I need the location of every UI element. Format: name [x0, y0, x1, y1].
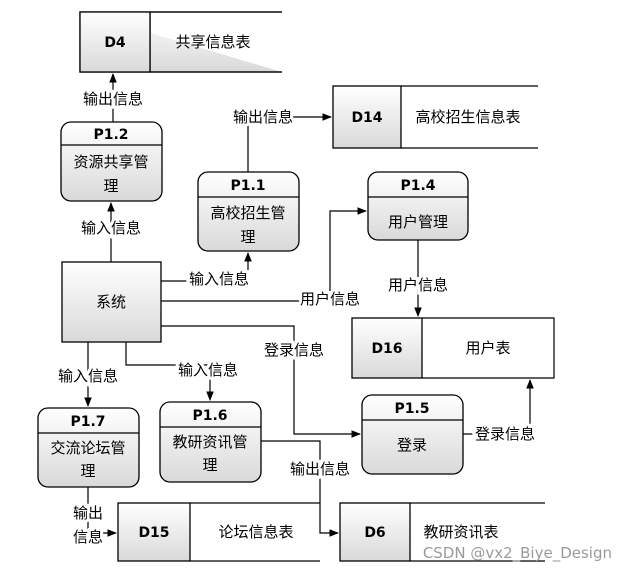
- flow-system-to-p1-5: 登录信息: [161, 325, 361, 438]
- flow-label-in-p1-7: 输入信息: [58, 367, 118, 385]
- d14-id: D14: [351, 110, 382, 126]
- p1-2-name-line2: 理: [103, 177, 118, 195]
- d16-name: 用户表: [465, 339, 510, 357]
- p1-2-id: P1.2: [93, 127, 128, 143]
- p1-1-name-line2: 理: [240, 228, 255, 246]
- p1-5-id: P1.5: [394, 401, 429, 417]
- flow-system-to-p1-4: 用户信息: [161, 207, 367, 311]
- flow-label-out-p1-1: 输出信息: [233, 108, 293, 126]
- flow-label-out-p1-7-line2: 信息: [73, 528, 103, 546]
- process-p1-5: P1.5 登录: [361, 394, 464, 475]
- flow-system-to-p1-7: 输入信息: [55, 342, 121, 407]
- p1-1-id: P1.1: [230, 178, 265, 194]
- flow-label-login-info-d16: 登录信息: [475, 425, 535, 443]
- flow-label-user-info-d16: 用户信息: [388, 276, 448, 294]
- flow-p1-1-to-d14: 输出信息: [230, 105, 332, 172]
- p1-4-name: 用户管理: [388, 213, 448, 231]
- d15-name: 论坛信息表: [218, 523, 293, 541]
- flow-label-out-p1-6: 输出信息: [290, 460, 350, 478]
- p1-6-id: P1.6: [192, 408, 227, 424]
- flow-system-to-p1-1: 输入信息: [161, 252, 252, 291]
- process-p1-6: P1.6 教研资讯管 理: [159, 401, 262, 483]
- d15-id: D15: [138, 525, 169, 541]
- data-store-d4: D4 共享信息表: [79, 11, 282, 73]
- d4-id: D4: [104, 35, 126, 51]
- p1-5-name: 登录: [397, 436, 427, 454]
- d6-name: 教研资讯表: [423, 523, 498, 541]
- d16-id: D16: [371, 341, 402, 357]
- watermark: CSDN @vx2_Biye_Design: [423, 544, 612, 563]
- p1-4-id: P1.4: [400, 178, 435, 194]
- flow-label-in-p1-6: 输入信息: [178, 361, 238, 379]
- data-store-d15: D15 论坛信息表: [117, 502, 320, 562]
- flow-p1-2-to-d4: 输出信息: [80, 73, 146, 122]
- p1-7-name-line2: 理: [80, 462, 95, 480]
- data-store-d16: D16 用户表: [351, 317, 555, 379]
- flow-p1-5-to-d16: 登录信息: [463, 379, 538, 446]
- p1-6-name-line2: 理: [202, 456, 217, 474]
- process-p1-7: P1.7 交流论坛管 理: [37, 407, 140, 488]
- p1-7-name-line1: 交流论坛管: [50, 439, 125, 457]
- flow-label-in-p1-1: 输入信息: [189, 270, 249, 288]
- external-entity-system: 系统: [61, 261, 162, 343]
- flow-label-in-p1-2: 输入信息: [81, 219, 141, 237]
- d4-name: 共享信息表: [175, 33, 250, 51]
- d14-name: 高校招生信息表: [415, 108, 520, 126]
- flow-p1-4-to-d16: 用户信息: [385, 240, 451, 317]
- flow-p1-6-to-d6: 输出信息: [261, 440, 353, 537]
- p1-7-id: P1.7: [70, 414, 105, 430]
- flow-label-out-p1-2: 输出信息: [83, 90, 143, 108]
- flow-label-login-info: 登录信息: [264, 341, 324, 359]
- p1-2-name-line1: 资源共享管: [73, 153, 148, 171]
- p1-6-name-line1: 教研资讯管: [172, 433, 247, 451]
- flow-system-to-p1-2: 输入信息: [78, 202, 144, 262]
- data-store-d14: D14 高校招生信息表: [332, 85, 538, 149]
- system-name: 系统: [96, 293, 126, 311]
- process-p1-1: P1.1 高校招生管 理: [197, 171, 300, 252]
- flow-label-user-info-p1-4: 用户信息: [300, 290, 360, 308]
- d6-id: D6: [364, 525, 385, 541]
- p1-1-name-line1: 高校招生管: [210, 204, 285, 222]
- flow-label-out-p1-7-line1: 输出: [73, 504, 103, 522]
- flow-system-to-p1-6: 输入信息: [125, 342, 241, 401]
- flow-p1-7-to-d15: 输出 信息: [70, 487, 117, 549]
- data-store-d6: D6 教研资讯表: [339, 502, 545, 562]
- process-p1-4: P1.4 用户管理: [367, 171, 469, 241]
- process-p1-2: P1.2 资源共享管 理: [60, 121, 163, 202]
